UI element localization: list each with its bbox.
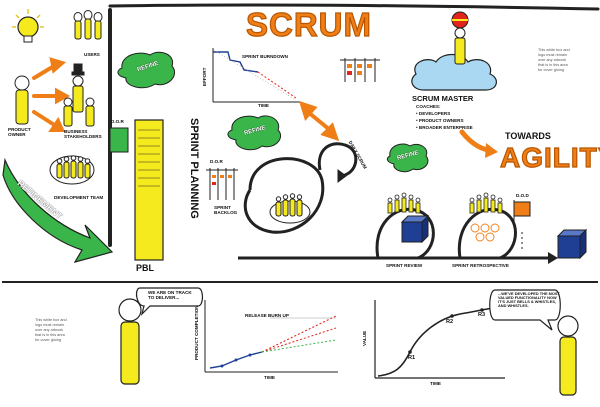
sprint-team-icon [269, 193, 311, 224]
increment-cube-2 [556, 228, 588, 260]
sprint-planning-label: SPRINT PLANNING [188, 118, 200, 219]
towards-label: TOWARDS [505, 131, 551, 141]
release-r1-label: R1 [408, 355, 416, 361]
sprint-backlog-label: SPRINT BACKLOG [214, 205, 238, 215]
release-burnup-ylabel: PRODUCT COMPLETION [194, 305, 199, 360]
refine-blob-1 [117, 51, 176, 89]
dod-label: D.O.D [516, 193, 529, 198]
speech-bubble-left [135, 287, 204, 316]
speech-left-text: WE ARE ON TRACK TO DELIVER... [148, 290, 192, 300]
refinement-arrow [2, 157, 114, 263]
sprint-burndown-title: SPRINT BURNDOWN [242, 54, 288, 59]
taskboard-1 [340, 58, 380, 82]
sprint-loop [243, 142, 358, 234]
development-team-label: DEVELOPMENT TEAM [54, 195, 104, 200]
users-label: USERS [84, 52, 100, 57]
dor-flag-1 [109, 127, 129, 160]
release-r3-label: R3 [478, 312, 486, 318]
pbl-label: PBL [136, 263, 154, 273]
speech-right-text: ...WE'VE DEVELOPED THE MOST VALUED FUNCT… [498, 291, 560, 309]
product-backlog-column [134, 119, 164, 261]
stakeholders-figures-icon [63, 63, 95, 127]
scrum-master-coaches-label: COACHES: [416, 104, 441, 109]
speech-bubble-right [489, 289, 561, 331]
cover-gluing-note-top: This white box and logo must remain over… [538, 48, 570, 72]
dor-label-2: D.O.R [210, 159, 223, 164]
agility-label: AGILITY [499, 142, 600, 173]
sprint-retrospective-label: SPRINT RETROSPECTIVE [452, 263, 509, 268]
increment-cube-1 [400, 214, 430, 244]
retro-team-icon [469, 192, 503, 214]
users-figures-icon [73, 10, 103, 40]
value-chart-ylabel: VALUE [362, 330, 367, 346]
cover-gluing-note-bottom: This white box and logo must remain over… [35, 318, 67, 342]
development-team-icon [49, 155, 95, 185]
main-timeline [238, 252, 558, 264]
retro-circles-icon [470, 223, 500, 242]
release-burnup-chart [204, 300, 338, 373]
coach-item-2: • PRODUCT OWNERS [416, 118, 464, 123]
product-owner-figure-icon [14, 75, 30, 125]
value-chart-xlabel: TIME [430, 381, 441, 386]
coach-item-3: • BROADER ENTERPRISE [416, 125, 473, 130]
coach-item-1: • DEVELOPERS [416, 111, 451, 116]
release-burnup-title: RELEASE BURN UP [245, 313, 289, 318]
sprint-review-loop [375, 207, 435, 260]
business-stakeholders-label: BUSINESS STAKEHOLDERS [64, 129, 102, 139]
refine-blob-2 [227, 115, 282, 151]
release-r2-label: R2 [446, 319, 454, 325]
product-owner-bottom-figure-icon [118, 298, 142, 385]
product-owner-label: PRODUCT OWNER [8, 127, 31, 137]
poster-title: SCRUM [245, 6, 372, 43]
refine-blob-3 [386, 143, 429, 173]
lightbulb-icon [12, 9, 44, 43]
sprint-burndown-ylabel: EFFORT [202, 67, 207, 86]
dor-label-1: D.O.R [111, 119, 124, 124]
dod-flag [513, 200, 531, 252]
scrum-master-cloud [411, 53, 497, 91]
sprint-review-label: SPRINT REVIEW [386, 263, 423, 268]
review-audience-icon [387, 192, 421, 214]
scrum-master-figure-icon [451, 11, 469, 65]
taskboard-2 [206, 168, 238, 200]
scrum-master-title: SCRUM MASTER [412, 94, 474, 103]
sprint-burndown-xlabel: TIME [258, 103, 269, 108]
developer-bottom-figure-icon [557, 315, 579, 396]
value-chart [374, 300, 505, 379]
sprint-burndown-chart [212, 48, 300, 103]
release-burnup-xlabel: TIME [264, 375, 275, 380]
